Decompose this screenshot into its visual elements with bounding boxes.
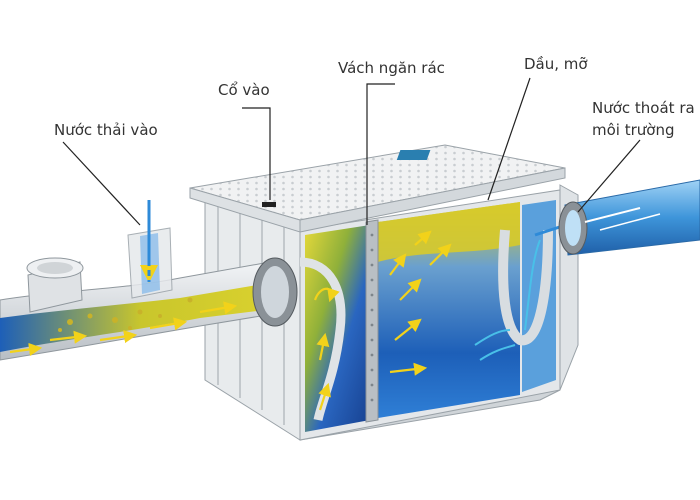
inlet-pipe [0,200,298,361]
label-trash-screen: Vách ngăn rác [338,59,445,77]
label-outlet-line2: môi trường [592,121,675,139]
leader-lines [62,77,641,226]
label-waste-in: Nước thải vào [54,121,158,139]
vertical-inflow-pipe [127,200,173,299]
tank-lid [189,144,566,233]
label-inlet-neck: Cổ vào [218,81,270,99]
inlet-neck-marker [262,202,276,207]
label-oil-grease: Dầu, mỡ [524,55,588,73]
trash-screen [365,219,379,423]
leader-outlet [577,139,641,213]
flow-arrows [9,230,452,411]
debris [58,297,193,332]
grease-layer [378,202,520,262]
lid-label-sticker [396,150,431,160]
leader-inlet-neck [242,107,271,200]
water-flow-arrows [474,220,576,361]
leader-trash-screen [366,83,395,225]
leader-waste-in [62,141,141,226]
outlet-pipe [558,179,700,256]
leader-oil-grease [487,77,531,201]
label-outlet-line1: Nước thoát ra [592,99,695,117]
cleanout-cap [26,257,84,313]
